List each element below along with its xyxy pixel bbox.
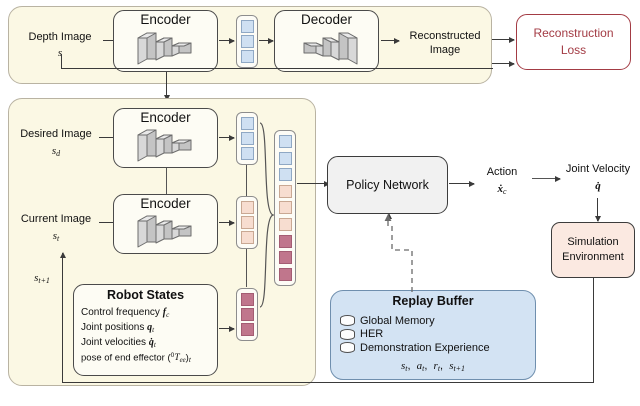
feature-vector-desired	[236, 112, 258, 165]
vector-link-bottom	[246, 249, 248, 287]
arrow-concat-to-policy	[297, 183, 329, 185]
arrow-current-to-encoder	[99, 222, 121, 224]
depth-branch-vertical	[61, 54, 63, 69]
vector-cell	[240, 200, 254, 214]
arrow-encoder-desired-to-vector	[219, 137, 234, 139]
arrow-desired-to-encoder	[99, 137, 121, 139]
dashed-buffer-to-policy	[380, 214, 430, 292]
desired-image-symbol: sd	[51, 145, 61, 159]
vector-cell	[278, 218, 292, 231]
simulation-label-line1: Simulation	[567, 236, 619, 249]
vector-cell	[240, 19, 254, 33]
latent-vector-autoencoder	[236, 15, 258, 68]
current-image-symbol: st	[52, 230, 60, 244]
policy-network-box: Policy Network	[327, 156, 448, 214]
encoder-label-autoencoder: Encoder	[140, 12, 191, 27]
encoder-label-current: Encoder	[140, 196, 191, 211]
depth-image-label: Depth Image	[28, 31, 92, 43]
vector-cell	[240, 323, 254, 337]
arrow-joint-velocity-to-sim	[597, 198, 599, 221]
encoder-cnn-glyph-top	[134, 29, 200, 74]
vector-cell	[278, 267, 292, 281]
vector-cell	[278, 168, 292, 182]
robot-states-box	[73, 284, 218, 376]
vector-cell	[278, 135, 292, 149]
vector-cell	[240, 231, 254, 245]
database-icon	[340, 328, 355, 340]
replay-buffer-box	[330, 290, 536, 380]
buffer-item-label: Global Memory	[360, 314, 435, 327]
loss-label-line2: Loss	[560, 42, 587, 57]
joint-velocity-label: Joint Velocity	[565, 163, 631, 175]
arrow-decoder-to-reconstructed	[381, 40, 399, 42]
vector-cell	[240, 131, 254, 145]
vector-cell	[240, 50, 254, 64]
decoder-label: Decoder	[300, 12, 353, 27]
buffer-item: Global Memory	[340, 315, 530, 327]
next-state-symbol: st+1	[34, 272, 50, 286]
arrow-source-to-loss	[492, 63, 514, 65]
depth-image-symbol: s	[57, 47, 63, 59]
buffer-item: HER	[340, 328, 530, 340]
concatenated-feature-vector	[274, 130, 296, 286]
depth-branch-horizontal	[61, 68, 493, 70]
desired-image-label: Desired Image	[20, 128, 92, 140]
buffer-item: Demonstration Experience	[340, 342, 530, 354]
arrow-policy-to-action	[449, 183, 474, 185]
encoder-weight-share-line	[166, 168, 168, 200]
concat-brace	[258, 120, 276, 315]
reconstructed-image-label: Reconstructed Image	[409, 30, 481, 56]
buffer-item-label: Demonstration Experience	[360, 341, 490, 354]
vector-cell	[278, 151, 292, 165]
vector-cell	[240, 116, 254, 130]
action-label: Action	[486, 166, 518, 178]
vector-cell	[278, 234, 292, 248]
vector-cell	[240, 307, 254, 321]
policy-network-label: Policy Network	[346, 177, 429, 192]
vector-cell	[278, 251, 292, 265]
database-icon	[340, 315, 355, 326]
feature-vector-current	[236, 196, 258, 249]
robot-states-items: Control frequency fc Joint positions qt …	[81, 307, 215, 364]
robot-state-item: Joint velocities q̇t	[81, 337, 156, 350]
arrow-robot-states-to-vector	[219, 328, 234, 330]
arrow-encoder-to-latent	[219, 40, 234, 42]
sim-feedback-vertical	[593, 278, 595, 383]
replay-buffer-tuple: st, at, rt, st+1	[401, 360, 465, 374]
current-image-label: Current Image	[20, 213, 92, 225]
simulation-environment-box: Simulation Environment	[551, 222, 635, 278]
vector-cell	[240, 215, 254, 229]
encoder-cnn-glyph-desired	[134, 126, 200, 171]
feature-vector-robot-states	[236, 288, 258, 341]
encoder-label-desired: Encoder	[140, 110, 191, 125]
arrow-shared-encoder-weights	[166, 72, 168, 100]
joint-velocity-symbol: q̇	[595, 180, 601, 192]
arrow-next-state-feedback	[62, 253, 64, 383]
vector-cell	[278, 201, 292, 215]
buffer-item-label: HER	[360, 328, 384, 340]
arrow-latent-to-decoder	[259, 40, 273, 42]
vector-cell	[240, 147, 254, 161]
loss-label-line1: Reconstruction	[533, 25, 614, 40]
arrow-encoder-current-to-vector	[219, 222, 234, 224]
simulation-label-line2: Environment	[562, 251, 624, 263]
robot-state-item: Joint positions qt	[81, 322, 155, 335]
database-icon	[340, 342, 355, 353]
vector-link-top	[246, 165, 248, 196]
robot-state-item: pose of end effector (0Tee)t	[81, 352, 191, 365]
vector-cell	[240, 34, 254, 48]
replay-buffer-title: Replay Buffer	[392, 294, 474, 308]
replay-buffer-items: Global Memory HER Demonstration Experien…	[340, 313, 530, 355]
decoder-cnn-glyph	[295, 29, 361, 74]
arrow-action-to-joint-velocity	[532, 178, 560, 180]
encoder-cnn-glyph-current	[134, 212, 200, 257]
robot-state-item: Control frequency fc	[81, 307, 170, 320]
reconstruction-loss-box: Reconstruction Loss	[516, 14, 631, 70]
arrow-reconstructed-to-loss	[492, 39, 514, 41]
sim-feedback-horizontal	[62, 382, 594, 384]
action-symbol: ẋc	[497, 183, 507, 197]
vector-cell	[240, 292, 254, 306]
vector-cell	[278, 184, 292, 198]
robot-states-title: Robot States	[106, 288, 185, 302]
